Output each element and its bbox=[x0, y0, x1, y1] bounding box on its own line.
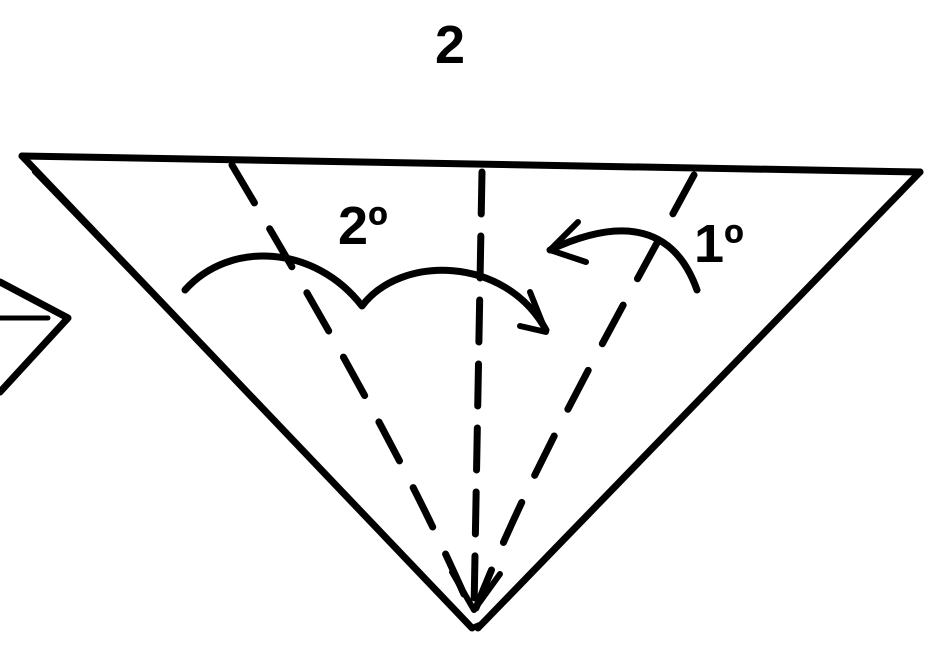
first-fold-arrow bbox=[546, 219, 701, 294]
first-fold-label: 1º bbox=[694, 214, 744, 274]
bottom-arrowhead bbox=[449, 569, 503, 613]
step-number: 2 bbox=[434, 15, 466, 75]
fold-line-center bbox=[470, 168, 486, 614]
second-fold-arrow bbox=[181, 252, 550, 335]
paper-triangle bbox=[18, 152, 924, 632]
fold-line-left bbox=[228, 161, 474, 612]
second-fold-label: 2º bbox=[338, 196, 388, 256]
previous-step-fragment bbox=[0, 278, 72, 396]
